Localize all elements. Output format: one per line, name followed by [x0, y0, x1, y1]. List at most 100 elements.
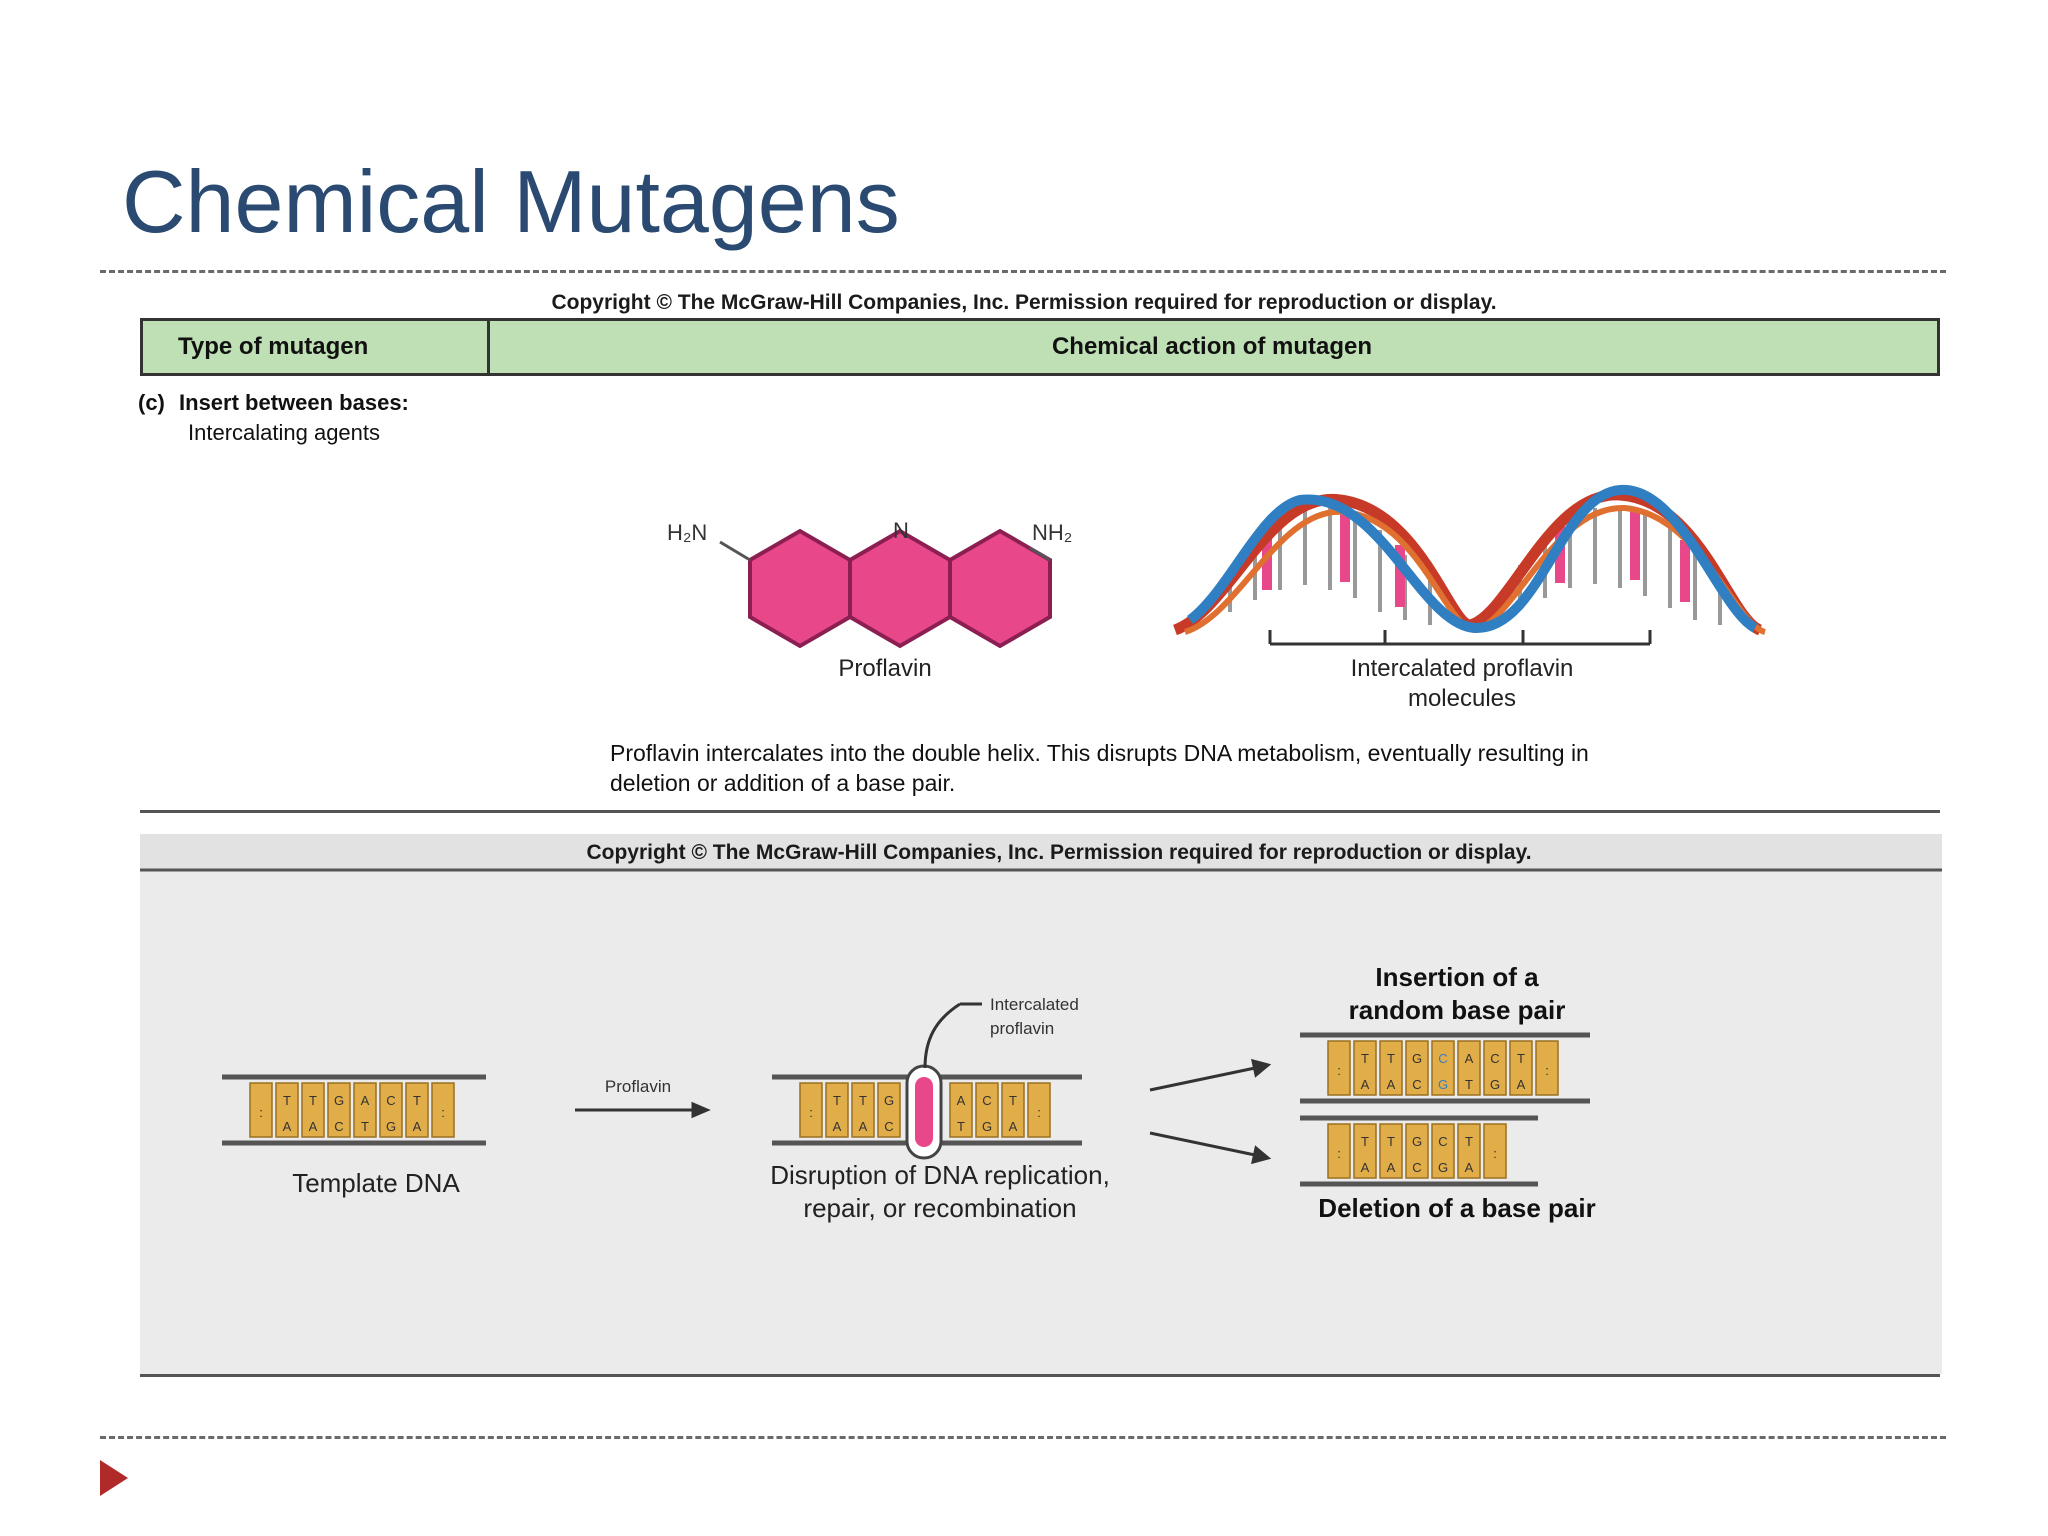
base-pair: [949, 1082, 973, 1138]
base-pair: [1379, 1123, 1403, 1179]
base-letter-top: C: [386, 1093, 395, 1108]
base-letter-top: A: [1465, 1051, 1474, 1066]
intercalation-bracket: [1268, 630, 1652, 646]
base-letter-top: T: [833, 1093, 841, 1108]
base-letter-bottom: G: [982, 1119, 992, 1134]
strand-end-mark: :: [1337, 1146, 1341, 1161]
base-pair: [1457, 1040, 1481, 1096]
base-letter-top: T: [1517, 1051, 1525, 1066]
n-atom-label: N: [893, 518, 909, 543]
strand-end-mark: :: [809, 1105, 813, 1120]
base-pair: [1431, 1040, 1455, 1096]
dna-double-helix: [1172, 484, 1767, 646]
base-letter-bottom: A: [1517, 1077, 1526, 1092]
base-letter-bottom: C: [884, 1119, 893, 1134]
base-letter-top: T: [1361, 1134, 1369, 1149]
base-pair: [431, 1082, 455, 1138]
proflavin-label: Proflavin: [838, 655, 931, 682]
header-type-of-mutagen: Type of mutagen: [143, 321, 490, 373]
base-pair: [825, 1082, 849, 1138]
intercalated-label-line2: molecules: [1408, 685, 1516, 712]
base-letter-bottom: A: [1387, 1077, 1396, 1092]
deletion-label: Deletion of a base pair: [1318, 1193, 1595, 1223]
base-letter-top: G: [1412, 1051, 1422, 1066]
intercalated-proflavin-marker: [905, 1002, 982, 1160]
base-pair: [1327, 1040, 1351, 1096]
base-pair: [1001, 1082, 1025, 1138]
base-letter-top: T: [283, 1093, 291, 1108]
insertion-label-line1: Insertion of a: [1375, 962, 1539, 992]
base-letter-top: C: [982, 1093, 991, 1108]
base-pair: [1353, 1040, 1377, 1096]
copyright-notice-top: Copyright © The McGraw-Hill Companies, I…: [551, 291, 1497, 314]
base-letter-bottom: A: [1361, 1160, 1370, 1175]
template-dna-label: Template DNA: [292, 1168, 460, 1198]
strand-end-mark: :: [1337, 1063, 1341, 1078]
base-pair: [1353, 1123, 1377, 1179]
section-title: Insert between bases:: [179, 390, 409, 415]
disruption-label-line2: repair, or recombination: [803, 1193, 1076, 1223]
base-pair: [799, 1082, 823, 1138]
header-chemical-action: Chemical action of mutagen: [1051, 333, 1373, 360]
callout-line1: Intercalated: [990, 995, 1079, 1014]
base-letter-bottom: C: [1412, 1077, 1421, 1092]
description-line1: Proflavin intercalates into the double h…: [610, 740, 1589, 766]
ring-right: [948, 528, 1052, 649]
footer-divider: [100, 1436, 1946, 1439]
base-letter-bottom: G: [1438, 1160, 1448, 1175]
base-letter-bottom: A: [283, 1119, 292, 1134]
base-letter-bottom: A: [833, 1119, 842, 1134]
base-pair: [1431, 1123, 1455, 1179]
description-line2: deletion or addition of a base pair.: [610, 770, 956, 796]
arrow-to-insertion: [1149, 1066, 1256, 1092]
base-pair: [1535, 1040, 1559, 1096]
panel-bottom-rule: [140, 1374, 1940, 1377]
base-letter-top: G: [1412, 1134, 1422, 1149]
base-pair: [1509, 1040, 1533, 1096]
section-subtitle: Intercalating agents: [188, 420, 381, 445]
base-letter-top: A: [957, 1093, 966, 1108]
base-pair: [1457, 1123, 1481, 1179]
base-letter-top: T: [413, 1093, 421, 1108]
base-letter-top: A: [361, 1093, 370, 1108]
base-pair: [327, 1082, 351, 1138]
base-pair: [975, 1082, 999, 1138]
section-label: (c) Insert between bases: Intercalating …: [138, 388, 409, 448]
intercalated-molecules: [1262, 510, 1690, 607]
arrow-proflavin-label: Proflavin: [605, 1077, 671, 1096]
base-pair: [1405, 1123, 1429, 1179]
base-pair: [379, 1082, 403, 1138]
strand-end-mark: :: [1545, 1063, 1549, 1078]
base-letter-top: T: [309, 1093, 317, 1108]
base-letter-bottom: G: [1438, 1077, 1448, 1092]
proflavin-description: Proflavin intercalates into the double h…: [610, 738, 1840, 798]
copyright-notice-bottom: Copyright © The McGraw-Hill Companies, I…: [586, 841, 1531, 864]
bond-right: [1029, 546, 1051, 562]
base-pair: [877, 1082, 901, 1138]
base-letter-top: T: [859, 1093, 867, 1108]
base-letter-top: T: [1387, 1134, 1395, 1149]
nh2-label: NH₂: [1032, 520, 1072, 545]
base-pair: [1379, 1040, 1403, 1096]
title-divider: [100, 270, 1946, 273]
base-letter-top: T: [1387, 1051, 1395, 1066]
base-letter-bottom: T: [957, 1119, 965, 1134]
play-icon[interactable]: [100, 1460, 128, 1496]
base-pair: [1483, 1123, 1507, 1179]
bond-left: [719, 540, 751, 562]
strand-end-mark: :: [1493, 1146, 1497, 1161]
base-letter-top: T: [1009, 1093, 1017, 1108]
insertion-label-line2: random base pair: [1349, 995, 1566, 1025]
base-pair: [1027, 1082, 1051, 1138]
base-letter-bottom: G: [1490, 1077, 1500, 1092]
callout-line2: proflavin: [990, 1019, 1054, 1038]
base-letter-bottom: A: [859, 1119, 868, 1134]
base-pair: [249, 1082, 273, 1138]
arrows: [575, 1058, 1272, 1165]
base-letter-bottom: A: [1361, 1077, 1370, 1092]
strand-end-mark: :: [441, 1105, 445, 1120]
base-pair: [353, 1082, 377, 1138]
base-letter-top: T: [1361, 1051, 1369, 1066]
